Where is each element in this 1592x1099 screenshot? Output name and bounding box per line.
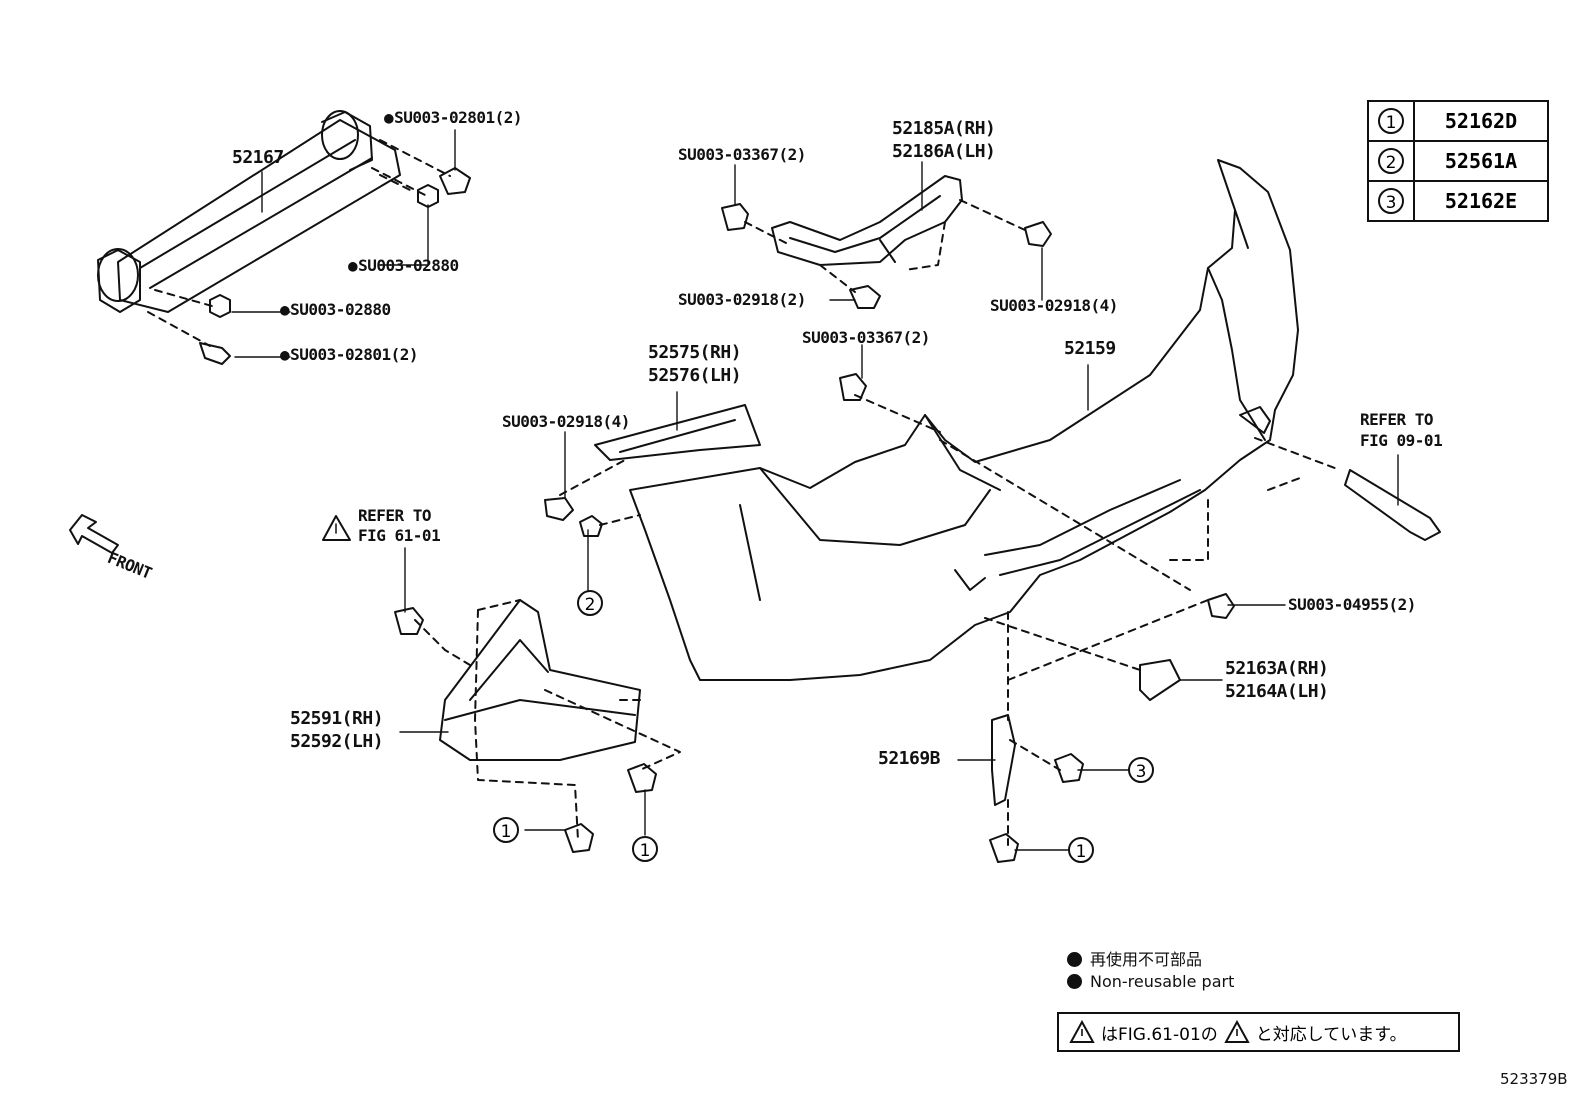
key-row: 1 52162D: [1367, 100, 1549, 142]
key-row: 2 52561A: [1367, 140, 1549, 182]
key-number: 1: [1378, 108, 1404, 134]
dashed-guides-retainer: [744, 199, 1026, 293]
refer-figure-link[interactable]: FIG 61-01: [358, 526, 441, 545]
key-reference-marker[interactable]: 2: [577, 590, 603, 616]
refer-note: REFER TO: [358, 506, 432, 525]
fastener-label[interactable]: SU003-03367(2): [678, 145, 806, 164]
part-label-52575[interactable]: 52575(RH): [648, 342, 742, 363]
part-label-52169b[interactable]: 52169B: [878, 748, 941, 769]
key-reference-marker[interactable]: 1: [493, 817, 519, 843]
part-label-52167[interactable]: 52167: [232, 147, 284, 168]
key-part-number[interactable]: 52162D: [1413, 100, 1549, 142]
diagram-id: 523379B: [1500, 1070, 1568, 1088]
fastener-label[interactable]: SU003-02880: [280, 300, 391, 320]
warning-triangle-icon: [1069, 1020, 1095, 1043]
fastener-label[interactable]: SU003-02880: [348, 256, 459, 276]
note-text-post: と対応しています。: [1255, 1024, 1407, 1045]
fastener-label[interactable]: SU003-02801(2): [280, 345, 418, 365]
fastener-label[interactable]: SU003-02918(2): [678, 290, 806, 309]
key-reference-marker[interactable]: 1: [1068, 837, 1094, 863]
key-part-number[interactable]: 52162E: [1413, 180, 1549, 222]
refer-figure-link[interactable]: FIG 09-01: [1360, 431, 1443, 450]
part-label-52592[interactable]: 52592(LH): [290, 731, 384, 752]
fastener-label[interactable]: SU003-04955(2): [1288, 595, 1416, 614]
warning-triangle-icon: [1224, 1020, 1250, 1043]
fastener-label[interactable]: SU003-02918(4): [502, 412, 630, 431]
dashed-guides-bar: [147, 139, 451, 347]
part-label-52591[interactable]: 52591(RH): [290, 708, 384, 729]
bullet-icon: [1067, 952, 1082, 967]
rear-bumper-cover: [629, 159, 1299, 681]
fastener-label[interactable]: SU003-02801(2): [384, 108, 522, 128]
legend-item-en: Non-reusable part: [1067, 972, 1234, 991]
fastener-label[interactable]: SU003-02918(4): [990, 296, 1118, 315]
key-number: 3: [1378, 188, 1404, 214]
part-label-52163a[interactable]: 52163A(RH): [1225, 658, 1329, 679]
part-label-52159[interactable]: 52159: [1064, 338, 1116, 359]
bumper-retainer-upper: [721, 175, 1052, 309]
dashed-guides-cover: [414, 394, 1341, 846]
correspondence-note: はFIG.61-01の と対応しています。: [1057, 1012, 1460, 1052]
note-text-pre: はFIG.61-01の: [1101, 1024, 1218, 1045]
part-label-52186a[interactable]: 52186A(LH): [892, 141, 996, 162]
part-label-52185a[interactable]: 52185A(RH): [892, 118, 996, 139]
part-label-52576[interactable]: 52576(LH): [648, 365, 742, 386]
warning-triangle-icon: [322, 515, 351, 541]
key-number: 2: [1378, 148, 1404, 174]
rear-bumper-reinforcement: [97, 110, 401, 313]
fastener-label[interactable]: SU003-03367(2): [802, 328, 930, 347]
fasteners-bar: [199, 167, 471, 365]
small-parts: [394, 373, 1441, 863]
key-reference-marker[interactable]: 3: [1128, 757, 1154, 783]
key-part-number[interactable]: 52561A: [1413, 140, 1549, 182]
leader-lines-cover: [399, 344, 1399, 851]
legend-item-jp: 再使用不可部品: [1067, 946, 1202, 970]
key-row: 3 52162E: [1367, 180, 1549, 222]
part-key-table: 1 52162D 2 52561A 3 52162E: [1367, 100, 1549, 222]
bullet-icon: [1067, 974, 1082, 989]
leader-lines-retainer: [734, 161, 1043, 301]
key-reference-marker[interactable]: 1: [632, 836, 658, 862]
refer-note: REFER TO: [1360, 410, 1434, 429]
front-arrow-icon: [69, 514, 119, 554]
part-label-52164a[interactable]: 52164A(LH): [1225, 681, 1329, 702]
